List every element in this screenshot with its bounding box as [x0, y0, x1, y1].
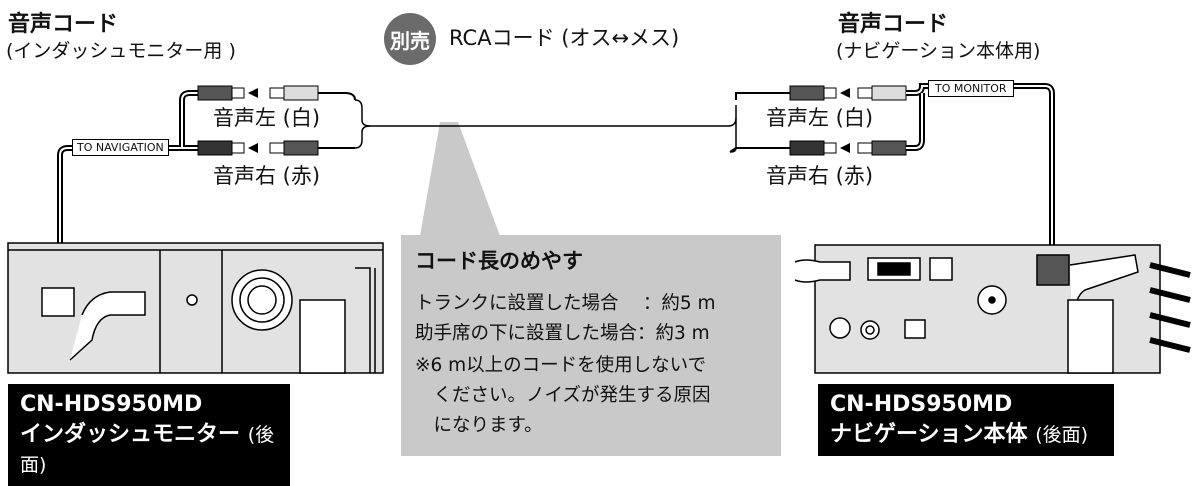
navigation-model: CN-HDS950MD — [830, 392, 1013, 417]
navigation-unit-label: CN-HDS950MD ナビゲーション本体 (後面) — [818, 384, 1114, 456]
rca-cable-label: RCAコード (オス↔メス) — [449, 26, 680, 50]
left-cable-subtitle: (インダッシュモニター用 ) — [6, 40, 236, 62]
monitor-unit-label: CN-HDS950MD インダッシュモニター (後面) — [8, 384, 290, 486]
to-monitor-tag: TO MONITOR — [928, 80, 1014, 97]
wiring-illustration — [7, 83, 1191, 374]
right-cable-subtitle: (ナビゲーション本体用) — [836, 40, 1041, 62]
monitor-name: インダッシュモニター — [20, 422, 241, 447]
monitor-unit-drawing — [7, 242, 384, 374]
right-connectors — [729, 85, 907, 156]
left-connectors — [197, 85, 356, 156]
right-cable-title: 音声コード — [838, 12, 949, 37]
cable-length-note: コード長のめやす トランクに設置した場合 ：約5 m 助手席の下に設置した場合：… — [401, 235, 781, 456]
note-trunk: トランクに設置した場合 ：約5 m — [415, 293, 716, 314]
to-navigation-tag: TO NAVIGATION — [72, 139, 169, 156]
note-warning-2: ください。ノイズが発生する原因 — [415, 385, 711, 406]
left-red-label: 音声右 (赤) — [213, 164, 321, 188]
rca-cable — [354, 99, 737, 153]
navigation-suffix: (後面) — [1035, 424, 1089, 446]
to-monitor-text: TO MONITOR — [935, 82, 1007, 95]
left-white-label: 音声左 (白) — [213, 106, 321, 130]
note-pointer — [420, 122, 500, 236]
note-warning-3: になります。 — [415, 415, 543, 436]
right-audio-cable — [906, 85, 1053, 255]
to-navigation-text: TO NAVIGATION — [77, 141, 164, 154]
left-cable-title: 音声コード — [8, 12, 119, 37]
separately-sold-badge: 別売 — [384, 13, 436, 65]
note-title: コード長のめやす — [415, 249, 583, 273]
right-red-label: 音声右 (赤) — [766, 164, 874, 188]
right-white-label: 音声左 (白) — [766, 106, 874, 130]
navigation-name: ナビゲーション本体 — [830, 422, 1028, 447]
navigation-unit-drawing — [794, 244, 1191, 374]
note-passenger-seat: 助手席の下に設置した場合：約3 m — [415, 323, 710, 344]
monitor-model: CN-HDS950MD — [20, 392, 203, 417]
note-warning-1: ※6 m以上のコードを使用しないで — [415, 355, 707, 376]
